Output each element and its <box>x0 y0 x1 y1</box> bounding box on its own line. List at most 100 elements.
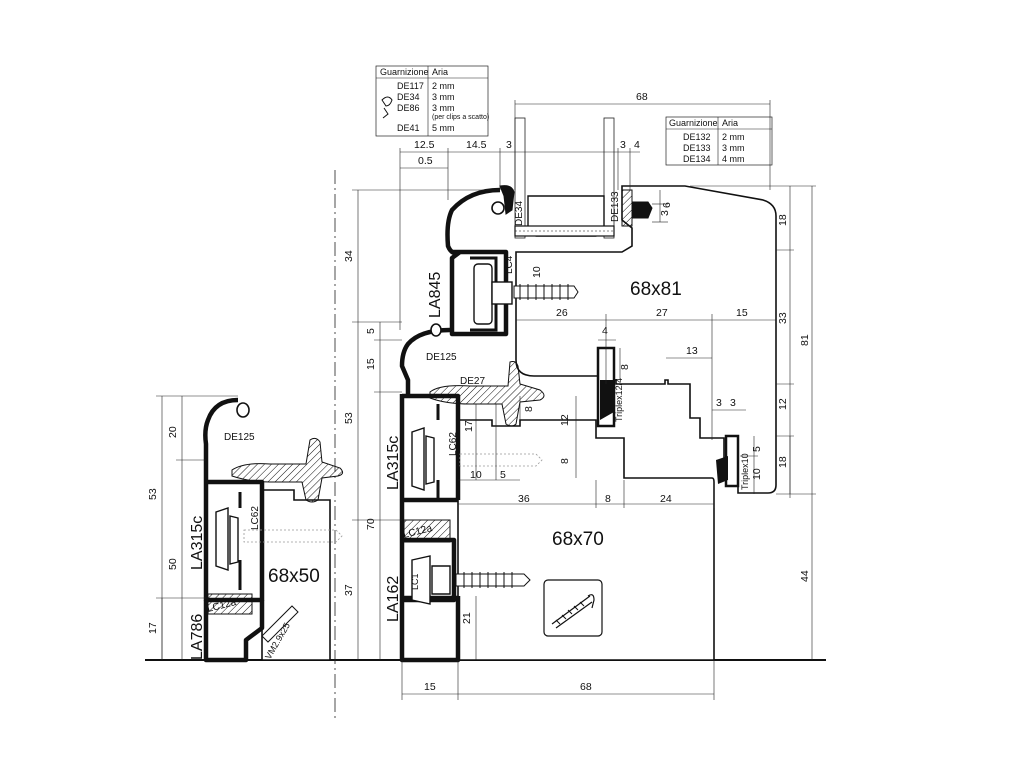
label-la315c-small: LA315c <box>189 516 206 570</box>
dim-68-top: 68 <box>636 91 648 103</box>
dim-10: 10 <box>751 468 763 480</box>
dim-36: 36 <box>518 493 530 505</box>
label-la845: LA845 <box>427 272 444 318</box>
dim-15: 15 <box>736 307 748 319</box>
dim-26: 26 <box>556 307 568 319</box>
dim-4: 4 <box>602 325 608 337</box>
profile-la786 <box>203 600 265 663</box>
profile-name-68x81: 68x81 <box>630 279 682 300</box>
dim-4: 4 <box>634 139 640 151</box>
dim-8: 8 <box>619 364 631 370</box>
dim-10: 10 <box>470 469 482 481</box>
screw-vm <box>261 605 299 643</box>
dim-24: 24 <box>660 493 672 505</box>
label-la162: LA162 <box>385 576 402 622</box>
seal-code: DE133 <box>683 143 711 153</box>
seal-air: 3 mm <box>432 92 455 102</box>
profile-la315c-small <box>203 397 265 603</box>
dim-21: 21 <box>461 612 473 624</box>
dim-15-bottom: 15 <box>424 681 436 693</box>
seal-air: 3 mm <box>722 143 745 153</box>
label-la786: LA786 <box>189 614 206 660</box>
seal-table-left: Guarnizione Aria DE117 2 mm DE34 3 mm DE… <box>375 65 489 137</box>
seal-table-right: Guarnizione Aria DE132 2 mm DE133 3 mm D… <box>665 116 773 166</box>
dim-8: 8 <box>559 458 571 464</box>
gasket-icon <box>381 96 393 119</box>
gasket-triplex10-core <box>716 456 728 484</box>
gasket-de125-b <box>236 402 250 418</box>
dim-53: 53 <box>147 488 159 500</box>
dim-18: 18 <box>777 456 789 468</box>
seal-code: DE34 <box>397 92 420 102</box>
gasket-de133 <box>631 201 653 219</box>
clip-lc62-large <box>411 427 435 491</box>
clip-upper <box>621 189 633 227</box>
screw-upper <box>513 284 579 300</box>
sash-68x50-wood <box>261 489 331 661</box>
dim-20: 20 <box>167 426 179 438</box>
seal-air: 3 mm <box>432 103 455 113</box>
seal-table-right-header-code: Guarnizione <box>669 118 718 128</box>
seal-table-right-header-air: Aria <box>722 118 738 128</box>
clip-lc12a-small <box>207 593 253 615</box>
glass-unit <box>514 117 615 239</box>
seal-code: DE117 <box>397 81 424 91</box>
label-lc62-b: LC62 <box>250 506 261 530</box>
dim-12: 12 <box>777 398 789 410</box>
dim-27: 27 <box>656 307 668 319</box>
screw-middle <box>459 453 543 467</box>
clip-lc12a-large <box>403 519 451 543</box>
dim-5: 5 <box>500 469 506 481</box>
dim-33: 33 <box>777 312 789 324</box>
label-de133: DE133 <box>610 191 621 222</box>
seal-table-left-header-code: Guarnizione <box>380 67 429 77</box>
profile-name-68x70: 68x70 <box>552 529 604 550</box>
dim-15: 15 <box>365 358 377 370</box>
clip-lc62-small <box>215 507 239 571</box>
seal-air: 4 mm <box>722 154 745 164</box>
dim-5: 5 <box>751 446 763 452</box>
gasket-small-top <box>231 437 344 503</box>
dim-68-bottom: 68 <box>580 681 592 693</box>
profile-la845 <box>445 187 509 337</box>
dim-5: 5 <box>365 328 377 334</box>
seal-code: DE86 <box>397 103 420 113</box>
seal-air: 5 mm <box>432 123 455 133</box>
label-la315c-large: LA315c <box>385 436 402 490</box>
dimension-lines: 68 12.5 14.5 3 3 4 0.5 6 3 18 34 10 26 2… <box>147 91 816 700</box>
profile-name-68x50: 68x50 <box>268 566 320 587</box>
clip-lc4 <box>473 263 513 325</box>
label-triplex12: Triplex12/4 <box>614 378 624 422</box>
dim-3: 3 <box>716 397 722 409</box>
dim-53: 53 <box>343 412 355 424</box>
label-de125-a: DE125 <box>426 352 457 363</box>
dim-13: 13 <box>686 345 698 357</box>
dim-12-5: 12.5 <box>414 139 435 151</box>
seal-note: (per clips a scatto) <box>432 114 489 121</box>
dim-3: 3 <box>506 139 512 151</box>
gasket-de27 <box>429 361 545 427</box>
dim-6: 6 <box>661 202 673 208</box>
label-lc1: LC1 <box>410 573 420 590</box>
seal-code: DE134 <box>683 154 711 164</box>
dim-70: 70 <box>365 518 377 530</box>
label-de27: DE27 <box>460 376 485 387</box>
clip-detail-icon <box>543 579 603 637</box>
dim-81: 81 <box>799 334 811 346</box>
dim-3: 3 <box>620 139 626 151</box>
gasket-de125-a <box>430 323 442 337</box>
dim-3: 3 <box>659 210 671 216</box>
dim-34: 34 <box>343 250 355 262</box>
clip-lc1 <box>411 555 451 605</box>
seal-air: 2 mm <box>722 132 745 142</box>
label-lc62-a: LC62 <box>448 432 459 456</box>
seal-table-left-header-air: Aria <box>432 67 448 77</box>
dim-10: 10 <box>531 266 543 278</box>
gasket-triplex12-core <box>600 380 614 420</box>
seal-code: DE41 <box>397 123 420 133</box>
dim-17: 17 <box>147 622 159 634</box>
screw-small <box>243 529 343 543</box>
dim-8: 8 <box>605 493 611 505</box>
